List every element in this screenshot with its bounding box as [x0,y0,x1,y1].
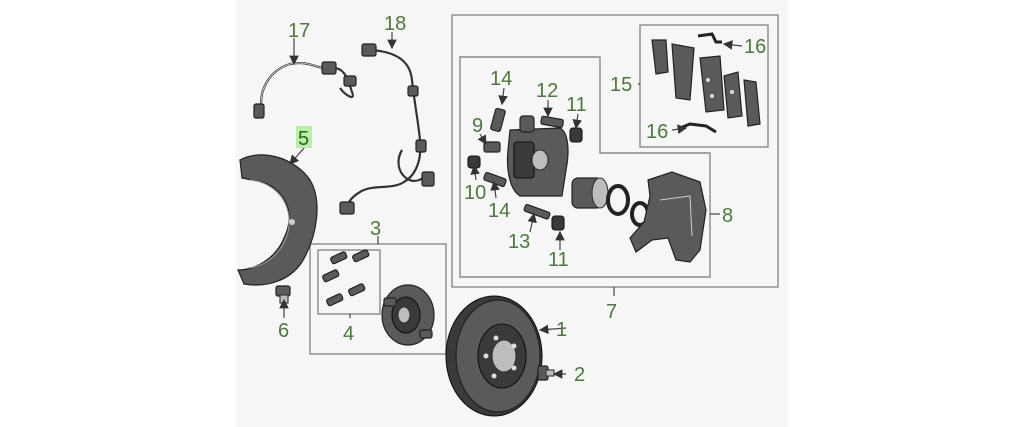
brake-disc [445,295,543,417]
brake-pads [651,39,761,127]
callout-5: 5 [298,128,309,150]
callout-9: 9 [472,115,483,137]
boot-11a [569,127,583,143]
guide-pin-14b [483,171,507,188]
pad-clip-16a [697,32,722,44]
hub-bolts-4 [322,249,370,307]
boot-11b [551,215,565,231]
callout-15: 15 [610,74,632,96]
callout-8: 8 [722,205,733,227]
bolt-6 [275,285,291,304]
callout-18: 18 [384,13,406,35]
bleeder-valve-9 [483,141,501,153]
callout-13: 13 [508,231,530,253]
callout-16-top: 16 [744,36,766,58]
disc-screw-2 [537,365,555,381]
highlight-5 [296,126,312,148]
pads-box-15 [639,24,769,148]
caliper-group-box-7 [451,14,779,288]
hub-bearing [381,284,435,346]
guide-bolt-12 [540,115,564,128]
callout-3: 3 [370,218,381,240]
callout-10: 10 [464,182,486,204]
callout-2: 2 [574,364,585,386]
callout-11-bottom: 11 [548,249,569,271]
callout-16-bottom: 16 [646,121,668,143]
callout-1: 1 [556,319,567,341]
callout-17: 17 [288,20,310,42]
caliper-bracket [629,171,707,263]
callout-7: 7 [606,301,617,323]
callout-14-bottom: 14 [488,200,510,222]
callout-14-top: 14 [490,68,512,90]
caliper-subgroup-box [459,56,711,278]
brake-hose-harness [339,43,435,215]
guide-bolt-13 [523,203,551,220]
speed-sensor-harness [253,61,357,119]
callout-4: 4 [343,323,354,345]
bolts-box-4 [317,249,381,315]
caliper-body [506,115,569,197]
callout-12: 12 [536,80,558,102]
dust-shield [237,154,318,286]
guide-pin-14a [490,107,506,132]
callout-11-top: 11 [566,94,587,116]
leader-lines [279,32,743,379]
callout-6: 6 [278,320,289,342]
piston-and-seals [571,177,650,227]
